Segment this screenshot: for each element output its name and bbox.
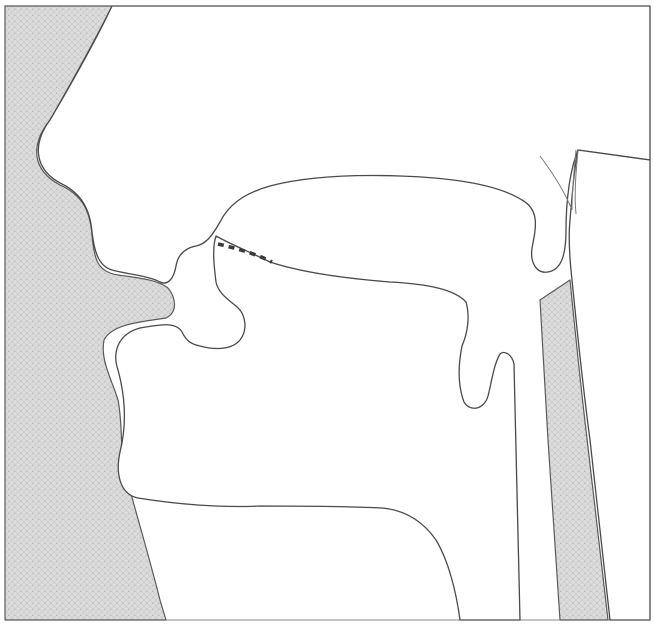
oral-cavity [116, 236, 520, 620]
face-air-upper [38, 6, 650, 283]
